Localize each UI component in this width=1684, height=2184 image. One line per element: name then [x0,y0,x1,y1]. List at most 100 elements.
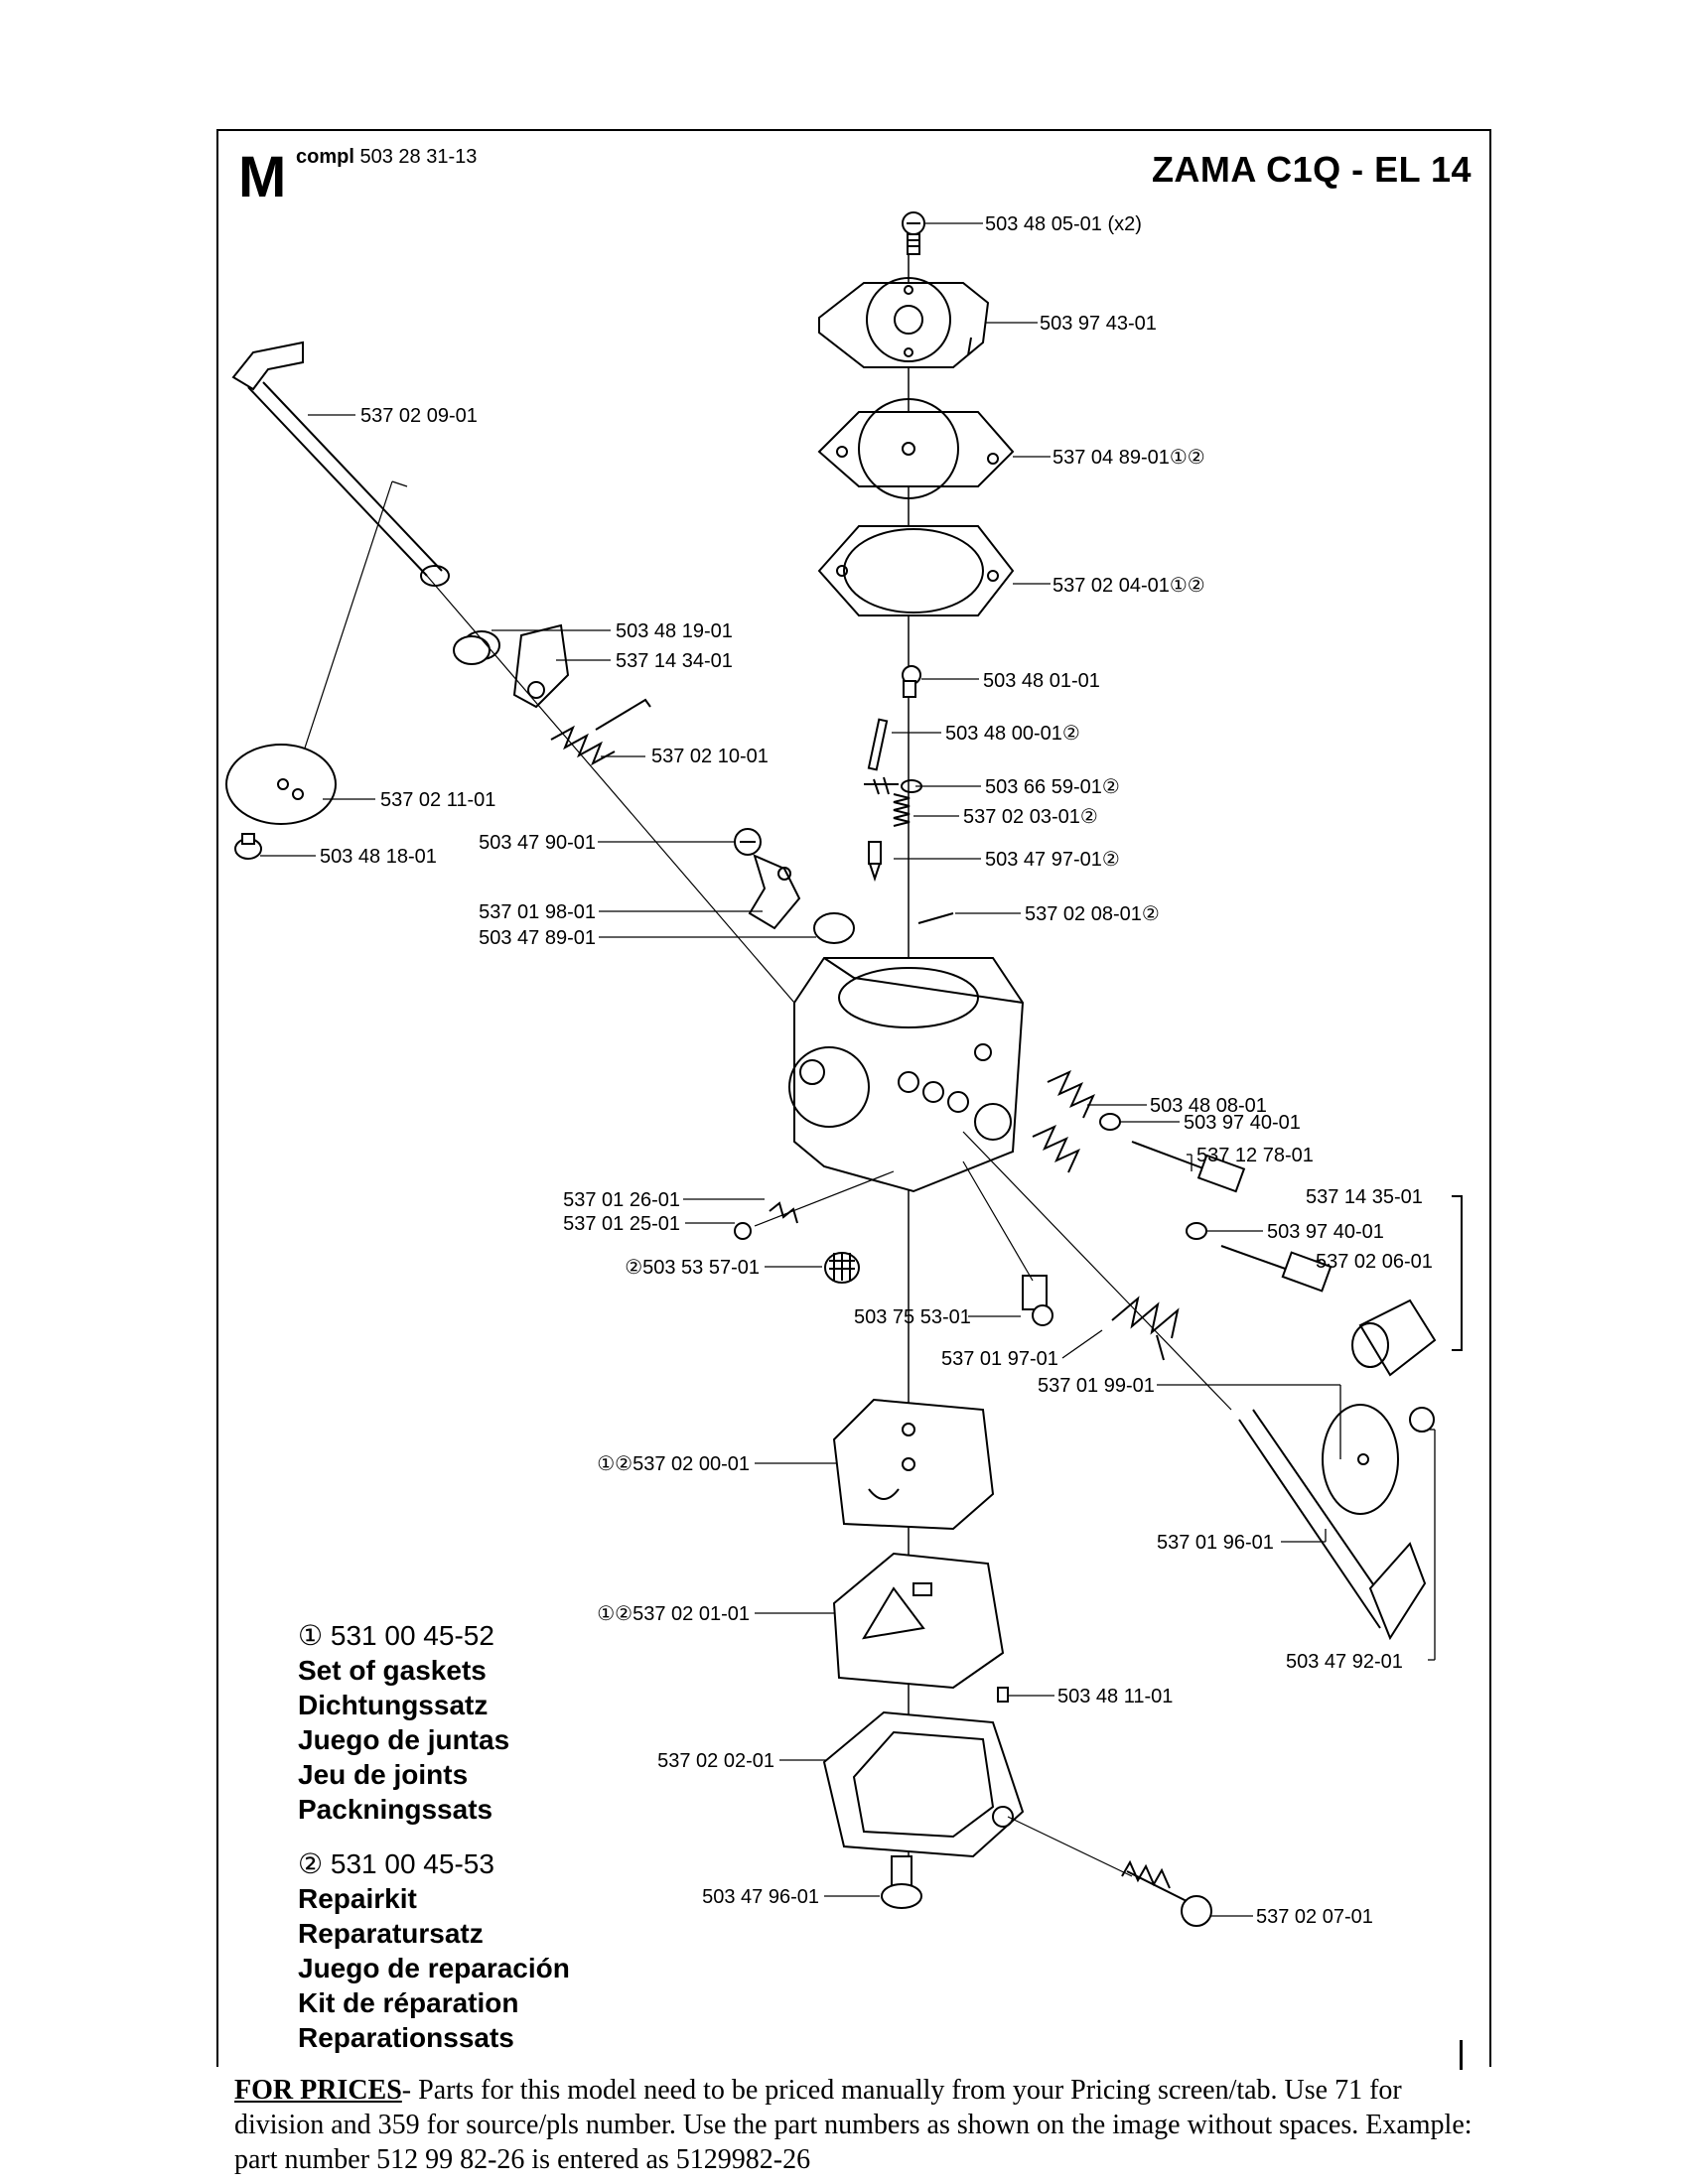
part-label: 503 48 19-01 [616,620,733,642]
kit-name: Set of gaskets [298,1655,487,1686]
part-label: 503 75 53-01 [854,1306,971,1328]
part-label: 537 01 97-01 [941,1348,1058,1370]
part-label: 503 66 59-01② [985,776,1120,798]
part-label: 537 02 10-01 [651,746,769,767]
kit-number: ① 531 00 45-52 [298,1620,494,1651]
pump-cover-part [818,277,990,368]
kit-name: Dichtungssatz [298,1690,489,1720]
part-label: 503 48 01-01 [983,670,1100,692]
throttle-shaft-part [231,341,450,587]
model-title: ZAMA C1Q - EL 14 [1151,149,1472,190]
throttle-plate-part [225,744,337,825]
compl-number: 503 28 31-13 [359,146,478,168]
part-label: 503 48 05-01 (x2) [985,213,1142,235]
part-label: 537 01 96-01 [1157,1532,1274,1554]
pricing-text: - Parts for this model need to be priced… [234,2075,1473,2175]
part-label: 503 48 08-01 [1150,1095,1267,1117]
part-label: ①②537 02 01-01 [597,1603,750,1625]
section-letter: M [238,145,287,209]
kit-name: Reparatursatz [298,1918,484,1949]
part-label: 503 48 18-01 [320,846,437,868]
cover-screw-part [902,211,925,255]
choke-plate-part [1322,1404,1399,1515]
kit-name: Repairkit [298,1883,417,1914]
part-label: 537 01 26-01 [563,1189,680,1211]
spring-leg [1156,1334,1165,1361]
leader-axis [292,480,393,785]
lever-pin-part [867,718,889,771]
part-label: 537 02 02-01 [657,1750,774,1772]
callout-leaders [260,222,1436,1917]
kit-name: Packningssats [298,1794,493,1825]
leader-axis [1007,1816,1133,1877]
leader-axis [962,1131,1232,1411]
part-label: 537 02 11-01 [380,789,495,811]
pricing-heading: FOR PRICES [234,2075,402,2106]
choke-plate-screw-part [1409,1407,1435,1433]
part-label: 503 97 43-01 [1040,313,1157,335]
repair-kit-legend: ② 531 00 45-53 Repairkit Reparatursatz J… [298,1846,570,2055]
part-label: 503 47 89-01 [479,927,596,949]
throttle-lever-part [512,623,570,709]
metering-diaphragm-part [832,1552,1005,1690]
choke-shaft-part [1238,1409,1427,1641]
part-label: 537 12 78-01 [1196,1145,1314,1166]
choke-screw-part [734,828,762,856]
check-ball-part [734,1222,752,1240]
part-label: 503 47 97-01② [985,849,1120,871]
carburetor-body-part [788,957,1025,1193]
inlet-needle-part [868,841,882,883]
part-label: 503 48 11-01 [1057,1686,1173,1707]
leader-axis [962,1160,1034,1282]
part-label: 537 02 06-01 [1316,1251,1433,1273]
pump-diaphragm-part [817,398,1015,499]
part-label: 537 01 99-01 [1038,1375,1155,1397]
part-labels: 503 48 05-01 (x2) 503 97 43-01 537 04 89… [320,213,1433,1928]
part-label: 537 14 35-01 [1306,1186,1423,1208]
mixture-spring-part [1047,1069,1096,1119]
complete-assembly-number: compl 503 28 31-13 [296,146,477,169]
long-screw-part [1121,1859,1212,1927]
throttle-plate-screw-part [234,833,262,860]
part-label: 537 02 03-01② [963,806,1098,828]
leader-axis [426,575,795,1004]
part-label: 503 47 90-01 [479,832,596,854]
diagram-frame [216,129,1491,2067]
part-label: ②503 53 57-01 [625,1257,760,1279]
part-label: 503 97 40-01 [1184,1112,1301,1134]
part-label: 537 01 25-01 [563,1213,680,1235]
mixture-needle-part [1131,1141,1246,1193]
metering-gasket-part [832,1398,995,1531]
pin-part [997,1687,1009,1703]
part-label: 537 04 89-01①② [1052,447,1205,469]
inlet-spring-part [893,793,911,827]
inlet-screw-part [902,665,921,698]
part-label: 503 47 92-01 [1286,1651,1403,1673]
part-label: 503 97 40-01 [1267,1221,1384,1243]
kit-name: Kit de réparation [298,1987,519,2018]
part-label: 537 02 08-01② [1025,903,1160,925]
leader-axis [391,480,408,487]
o-ring-part [1099,1113,1121,1131]
kit-number: ② 531 00 45-53 [298,1848,494,1879]
choke-bushing-part [813,912,855,944]
part-label: 537 01 98-01 [479,901,596,923]
pump-gasket-part [817,525,1015,616]
part-label: 537 02 07-01 [1256,1906,1373,1928]
metering-cover-part [822,1710,1025,1858]
part-label: 537 02 09-01 [360,405,478,427]
kit-name: Juego de reparación [298,1953,570,1983]
gasket-kit-legend: ① 531 00 45-52 Set of gaskets Dichtungss… [298,1618,509,1827]
throttle-bushing-part [453,630,500,665]
part-label: 503 48 00-01② [945,723,1080,745]
frame-edge [1460,2040,1463,2070]
o-ring-part [1186,1222,1207,1240]
part-label: ①②537 02 00-01 [597,1453,750,1475]
inlet-screen-part [824,1252,860,1284]
idle-screw-part [1022,1275,1053,1326]
check-spring-part [769,1201,798,1224]
kit-name: Jeu de joints [298,1759,469,1790]
cover-screw-bottom-part [881,1855,922,1909]
bracket-line [1452,1195,1463,1351]
